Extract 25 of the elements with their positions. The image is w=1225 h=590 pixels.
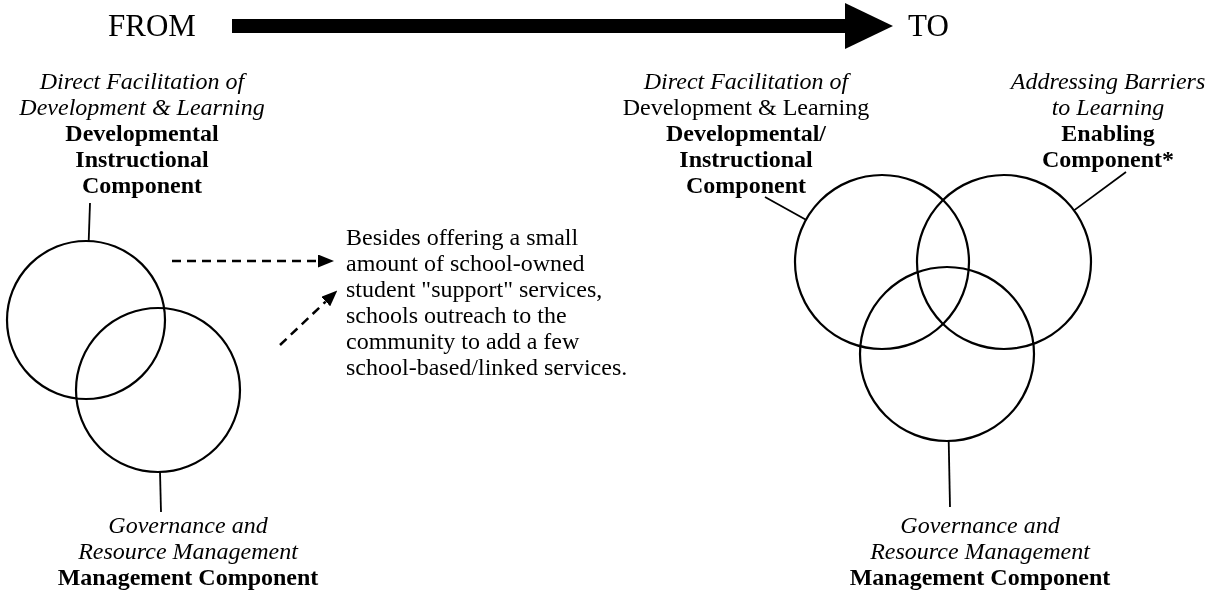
venn-circle — [915, 173, 1093, 351]
venn-circle — [5, 239, 167, 401]
component-subtitle: Addressing Barriers to Learning — [1008, 68, 1207, 120]
description-text: Besides offering a small amount of school-owned student "support" services, schools outreach to the community to add a few school-based/linked services. — [346, 224, 631, 380]
leader-line — [947, 440, 951, 508]
leader-line — [1073, 171, 1127, 212]
component-title: Management Component — [57, 564, 319, 590]
leader-line — [764, 196, 807, 221]
component-subtitle: Governance and Resource Management — [77, 512, 300, 564]
venn-circle — [74, 306, 242, 474]
component-title: Enabling Component* — [1041, 120, 1175, 172]
dashed-arrow — [172, 254, 334, 268]
component-title: Developmental Instructional Component — [64, 120, 220, 198]
component-title: Management Component — [849, 564, 1111, 590]
to-label: TO — [908, 8, 949, 44]
component-subtitle: Governance and Resource Management — [869, 512, 1092, 564]
dashed-arrow — [279, 290, 338, 346]
leader-line — [87, 202, 91, 242]
component-subtitle: Direct Facilitation of Development & Learning — [18, 68, 266, 120]
venn-circle — [858, 265, 1036, 443]
component-title: Developmental/ Instructional Component — [665, 120, 827, 198]
component-subtitle: Direct Facilitation of Development & Learning — [621, 68, 871, 120]
arrow — [232, 3, 893, 49]
leader-line — [159, 471, 162, 513]
from-label: FROM — [108, 8, 196, 44]
